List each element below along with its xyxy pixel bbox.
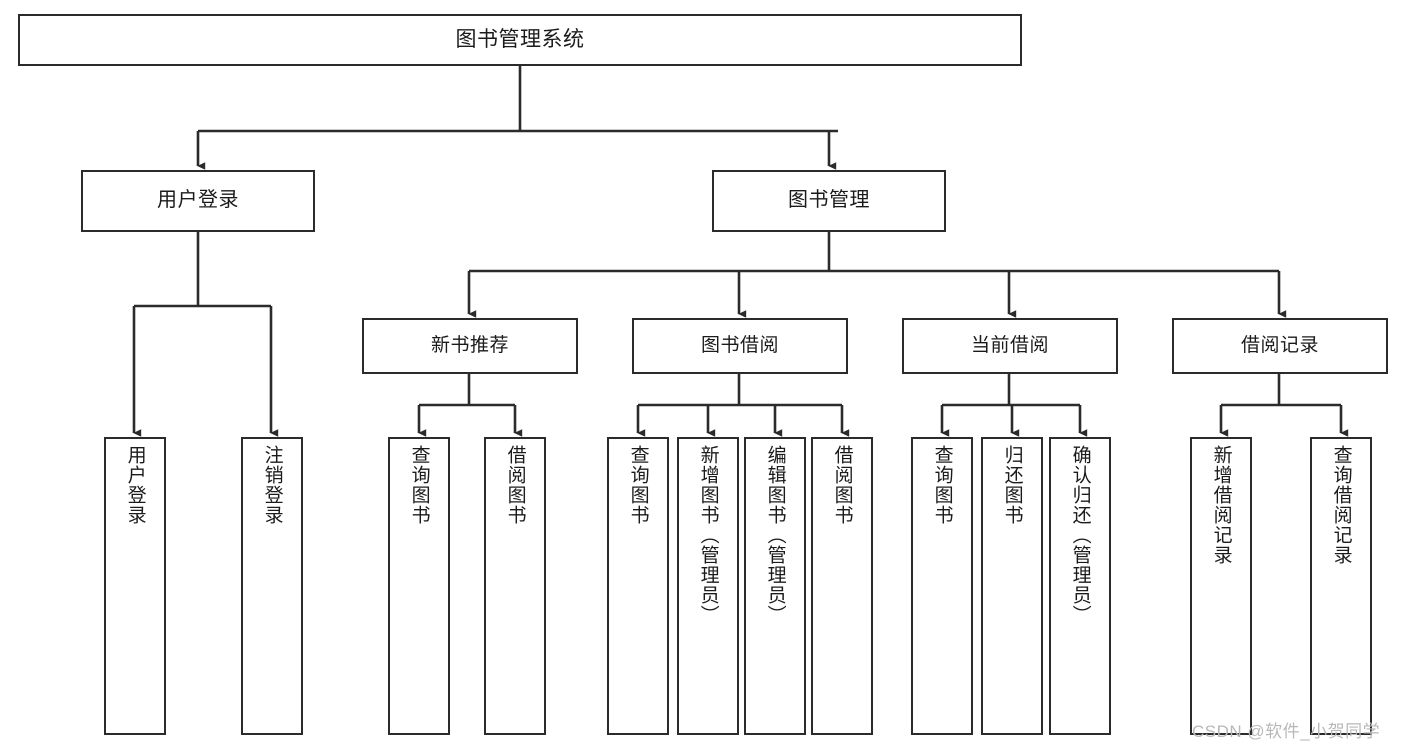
leaf-borrow-book-new-label: 借阅图书: [504, 445, 526, 525]
node-root[interactable]: 图书管理系统: [18, 14, 1022, 66]
node-book-management[interactable]: 图书管理: [712, 170, 946, 232]
leaf-query-borrow-record-label: 查询借阅记录: [1330, 445, 1352, 565]
leaf-user-logout[interactable]: 注销登录: [241, 437, 303, 735]
leaf-add-book-admin-label: 新增图书（管理员）: [697, 445, 719, 625]
leaf-return-book[interactable]: 归还图书: [981, 437, 1043, 735]
node-borrow-record-label: 借阅记录: [1240, 334, 1319, 356]
leaf-query-book-borrow[interactable]: 查询图书: [607, 437, 669, 735]
node-root-label: 图书管理系统: [455, 27, 585, 51]
leaf-edit-book-admin-label: 编辑图书（管理员）: [764, 445, 786, 625]
leaf-confirm-return-admin-label: 确认归还（管理员）: [1069, 445, 1091, 625]
leaf-user-login[interactable]: 用户登录: [104, 437, 166, 735]
leaf-query-book-new-label: 查询图书: [408, 445, 430, 525]
leaf-query-book-borrow-label: 查询图书: [627, 445, 649, 525]
leaf-user-login-label: 用户登录: [124, 445, 146, 525]
watermark: CSDN @软件_小贺同学: [1192, 722, 1381, 741]
node-user-login[interactable]: 用户登录: [81, 170, 315, 232]
leaf-add-book-admin[interactable]: 新增图书（管理员）: [677, 437, 739, 735]
leaf-query-book-new[interactable]: 查询图书: [388, 437, 450, 735]
node-current-borrow[interactable]: 当前借阅: [902, 318, 1118, 374]
node-book-borrow[interactable]: 图书借阅: [632, 318, 848, 374]
node-book-management-label: 图书管理: [788, 189, 870, 212]
leaf-add-borrow-record-label: 新增借阅记录: [1210, 445, 1232, 565]
leaf-edit-book-admin[interactable]: 编辑图书（管理员）: [744, 437, 806, 735]
leaf-query-book-current-label: 查询图书: [931, 445, 953, 525]
leaf-user-logout-label: 注销登录: [261, 445, 283, 525]
node-current-borrow-label: 当前借阅: [970, 334, 1049, 356]
node-user-login-label: 用户登录: [157, 189, 239, 212]
leaf-borrow-book[interactable]: 借阅图书: [811, 437, 873, 735]
leaf-query-borrow-record[interactable]: 查询借阅记录: [1310, 437, 1372, 735]
node-borrow-record[interactable]: 借阅记录: [1172, 318, 1388, 374]
leaf-add-borrow-record[interactable]: 新增借阅记录: [1190, 437, 1252, 735]
leaf-query-book-current[interactable]: 查询图书: [911, 437, 973, 735]
node-book-borrow-label: 图书借阅: [700, 334, 779, 356]
node-new-book-recommend[interactable]: 新书推荐: [362, 318, 578, 374]
leaf-borrow-book-new[interactable]: 借阅图书: [484, 437, 546, 735]
leaf-confirm-return-admin[interactable]: 确认归还（管理员）: [1049, 437, 1111, 735]
node-new-book-recommend-label: 新书推荐: [430, 334, 509, 356]
leaf-return-book-label: 归还图书: [1001, 445, 1023, 525]
leaf-borrow-book-label: 借阅图书: [831, 445, 853, 525]
